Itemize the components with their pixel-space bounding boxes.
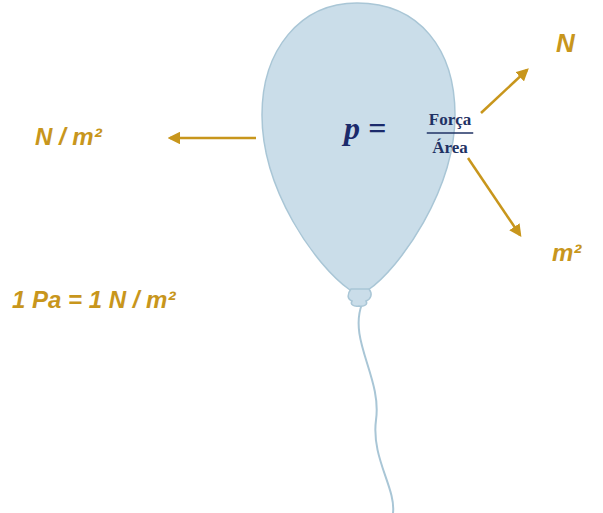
balloon-node: p =ForçaÁrea <box>255 0 460 300</box>
unit-label: N / m² <box>35 125 102 149</box>
fraction-bar <box>427 132 473 133</box>
unit-label: N <box>556 30 575 56</box>
leader-arrow <box>468 158 520 235</box>
leader-arrow <box>170 137 256 140</box>
numerator-text: Força <box>429 111 471 128</box>
string-line <box>359 304 394 513</box>
leader-arrow <box>481 70 527 113</box>
pressure-symbol: p = <box>344 112 386 144</box>
balloon-knot <box>348 289 371 306</box>
definition-label: 1 Pa = 1 N / m² <box>12 288 175 312</box>
denominator-text: Área <box>432 139 468 156</box>
unit-label: m² <box>552 241 581 265</box>
balloon-shape <box>255 0 460 300</box>
balloon-body <box>262 3 455 290</box>
